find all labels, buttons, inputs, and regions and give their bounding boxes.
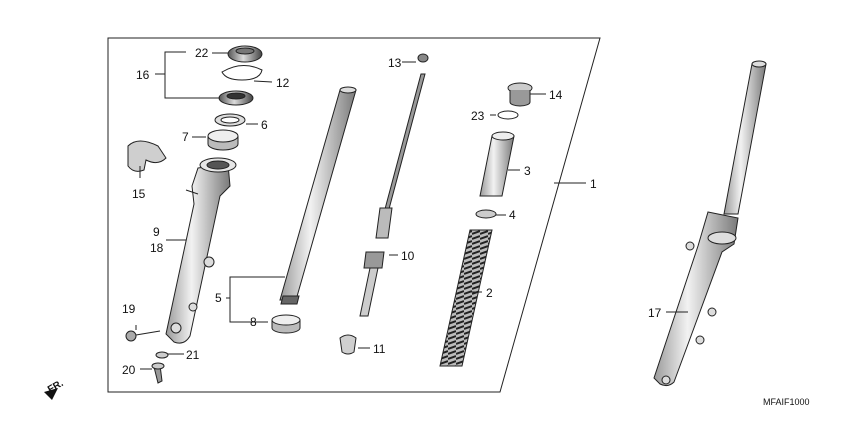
front-direction-arrow-icon: [28, 388, 58, 408]
spring-seat-part: [475, 209, 497, 219]
fork-slider-left-part: [165, 157, 237, 344]
fork-pipe-part: [279, 86, 357, 305]
piston-ring-part: [271, 314, 301, 334]
bushing-part: [207, 129, 239, 151]
label-12: 12: [276, 76, 290, 90]
label-21: 21: [186, 348, 200, 362]
label-17: 17: [648, 306, 662, 320]
label-19: 19: [122, 302, 136, 316]
dust-cap-part: [227, 45, 263, 63]
clip-ring-part: [221, 65, 263, 81]
direction-label: FR.: [46, 378, 66, 396]
label-6: 6: [261, 118, 268, 132]
label-22: 22: [195, 46, 209, 60]
backup-ring-part: [214, 113, 246, 127]
label-9: 9: [153, 225, 160, 239]
bolt-20-part: [151, 362, 165, 384]
label-4: 4: [509, 208, 516, 222]
fork-guard-part: [127, 140, 167, 172]
label-18: 18: [150, 241, 164, 255]
spacer-part: [479, 131, 515, 197]
rod-tip-part: [339, 334, 357, 355]
label-20: 20: [122, 363, 136, 377]
label-8: 8: [250, 315, 257, 329]
washer-21-part: [155, 351, 169, 359]
label-7: 7: [182, 130, 189, 144]
label-23: 23: [471, 109, 485, 123]
fork-spring-part: [439, 229, 493, 367]
bolt-19-part: [125, 330, 161, 342]
label-13: 13: [388, 56, 402, 70]
fork-cap-part: [507, 82, 533, 107]
oring-part: [497, 110, 519, 120]
damper-rod-part: [359, 53, 429, 317]
label-5: 5: [215, 291, 222, 305]
oil-seal-part: [218, 90, 254, 106]
label-11: 11: [373, 342, 386, 356]
diagram-code: MFAIF1000: [763, 397, 810, 407]
label-14: 14: [549, 88, 563, 102]
label-16: 16: [136, 68, 150, 82]
assembly-frame: [107, 37, 601, 393]
label-10: 10: [401, 249, 415, 263]
leader-lines: [135, 51, 688, 370]
label-3: 3: [524, 164, 531, 178]
label-15: 15: [132, 187, 146, 201]
label-1: 1: [590, 177, 597, 191]
fork-assembly-right-part: [653, 60, 767, 387]
label-2: 2: [486, 286, 493, 300]
